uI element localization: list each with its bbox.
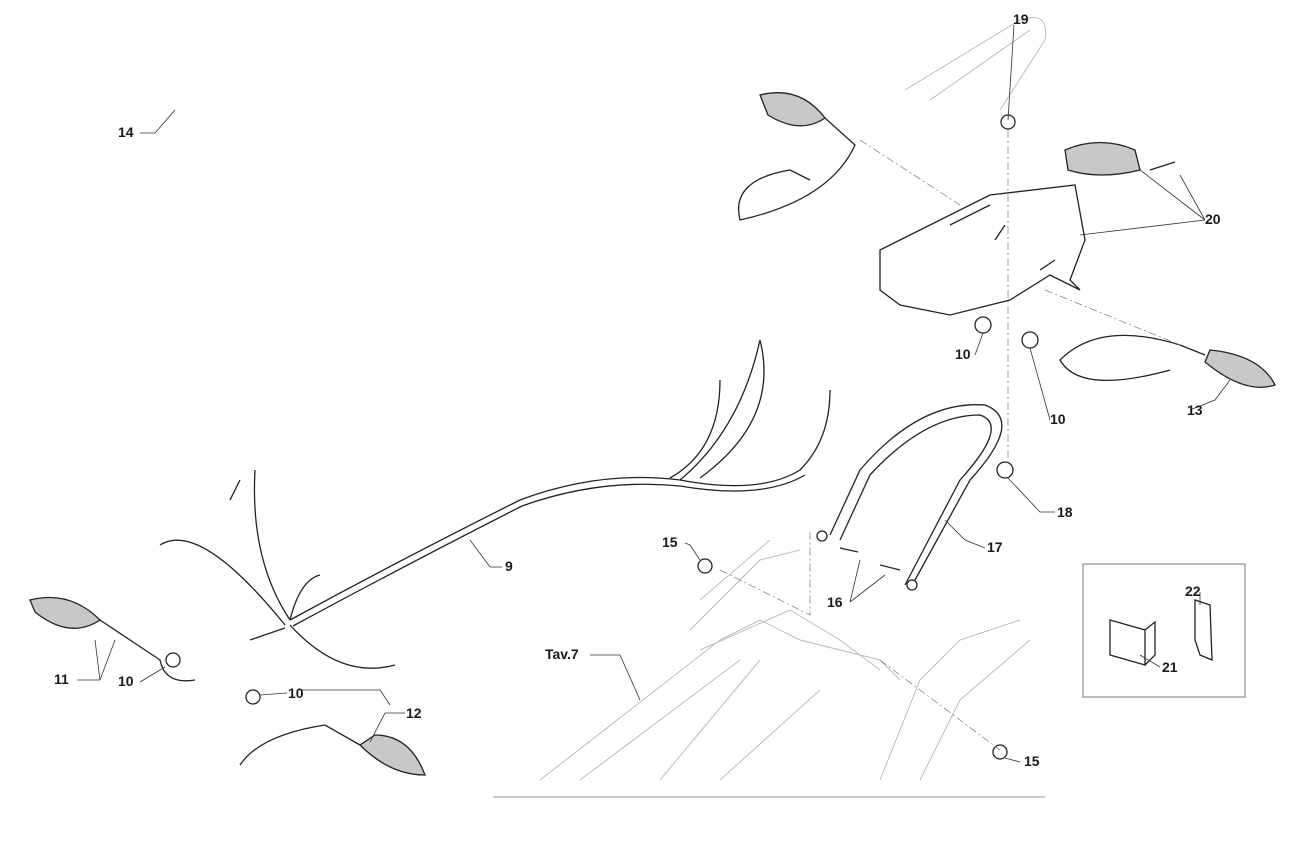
label-12: 12 (406, 705, 422, 721)
label-10: 10 (118, 673, 134, 689)
leader-lines (77, 24, 1231, 763)
frame-outline (493, 17, 1047, 798)
label-10: 10 (1050, 411, 1066, 427)
label-22: 22 (1185, 583, 1201, 599)
label-14: 14 (118, 124, 134, 140)
turn-signal-11 (29, 596, 196, 682)
screws-16 (839, 547, 901, 571)
inset-box (1082, 563, 1246, 698)
label-10: 10 (288, 685, 304, 701)
alignment-lines (719, 130, 1181, 751)
tail-light (1064, 141, 1141, 176)
label-16: 16 (827, 594, 843, 610)
rear-fender (879, 141, 1176, 316)
nut-15 (697, 558, 713, 574)
label-15: 15 (662, 534, 678, 550)
turn-signal-13 (1059, 334, 1276, 388)
grab-handle (816, 404, 1003, 591)
nut-18 (996, 461, 1014, 479)
label-9: 9 (505, 558, 513, 574)
nut-10 (1021, 331, 1039, 349)
label-15: 15 (1024, 753, 1040, 769)
label-21: 21 (1162, 659, 1178, 675)
wiring-harness (159, 339, 831, 669)
turn-signal-12 (239, 689, 426, 776)
label-17: 17 (987, 539, 1003, 555)
bracket-22 (1194, 599, 1213, 661)
nut-15 (992, 744, 1008, 760)
label-13: 13 (1187, 402, 1203, 418)
label-tav7: Tav.7 (545, 646, 579, 662)
label-19: 19 (1013, 11, 1029, 27)
label-18: 18 (1057, 504, 1073, 520)
relay-21 (1109, 619, 1156, 666)
label-10: 10 (955, 346, 971, 362)
label-11: 11 (54, 671, 69, 687)
label-20: 20 (1205, 211, 1221, 227)
nut-10 (974, 316, 992, 334)
turn-signal-14 (738, 92, 856, 221)
